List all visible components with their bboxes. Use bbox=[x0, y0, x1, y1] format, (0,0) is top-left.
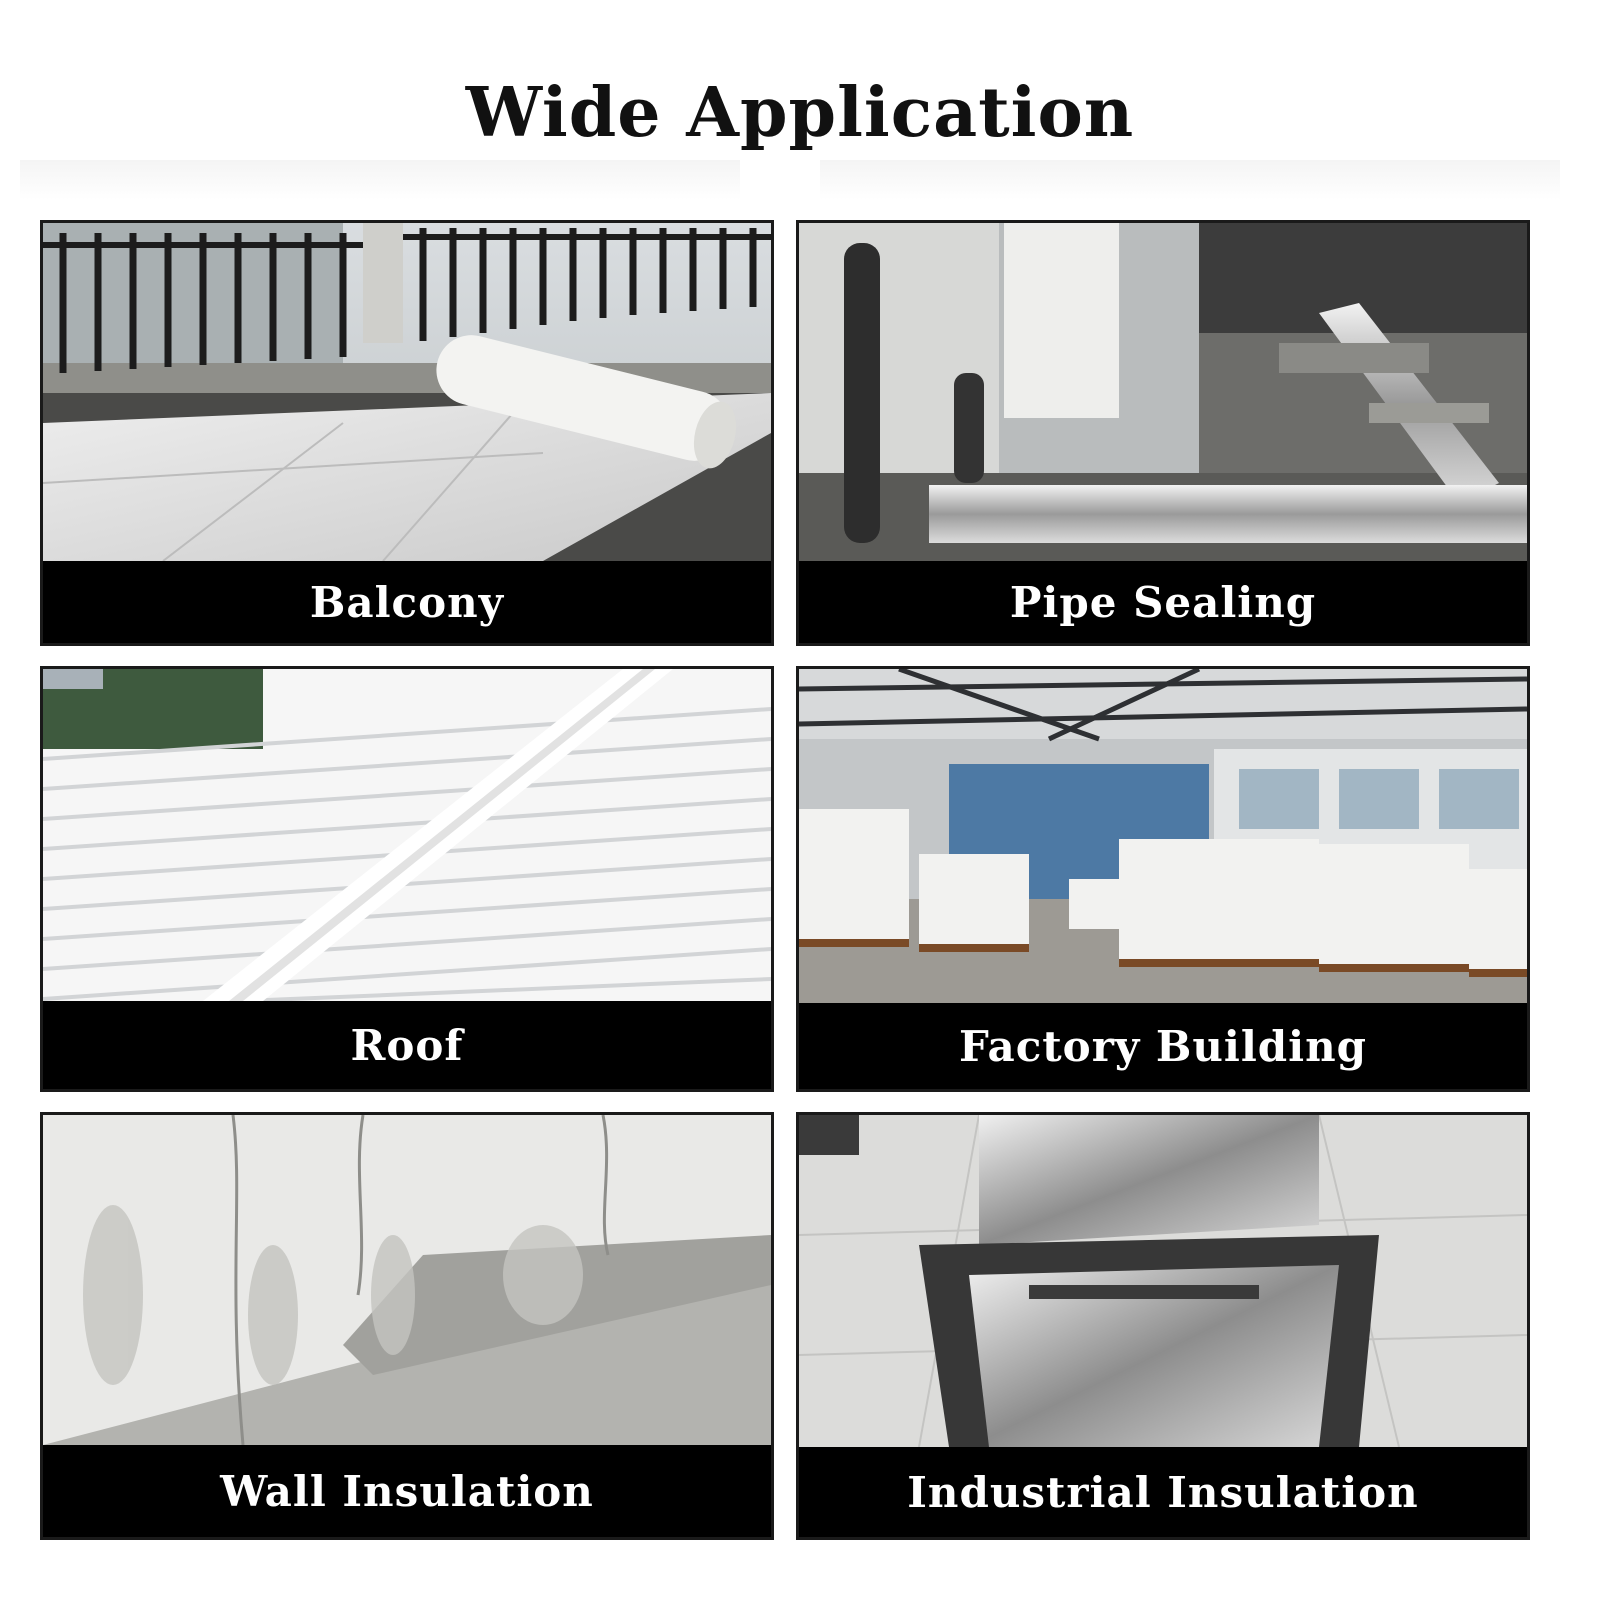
application-label: Factory Building bbox=[958, 1021, 1368, 1071]
header-shadow-right bbox=[820, 160, 1560, 200]
application-label-bar: Factory Building bbox=[799, 1003, 1527, 1089]
balcony-photo bbox=[43, 223, 771, 561]
industrial-insulation-photo bbox=[799, 1115, 1527, 1447]
application-card-roof: Roof bbox=[40, 666, 774, 1092]
roof-photo bbox=[43, 669, 771, 1001]
application-label: Wall Insulation bbox=[220, 1466, 594, 1516]
application-label: Balcony bbox=[309, 577, 505, 627]
application-card-pipe-sealing: Pipe Sealing bbox=[796, 220, 1530, 646]
pipe-sealing-photo bbox=[799, 223, 1527, 561]
header-shadow-left bbox=[20, 160, 740, 200]
application-card-factory-building: Factory Building bbox=[796, 666, 1530, 1092]
factory-building-photo bbox=[799, 669, 1527, 1003]
application-label: Industrial Insulation bbox=[907, 1467, 1419, 1517]
application-label: Roof bbox=[350, 1020, 464, 1070]
application-label-bar: Industrial Insulation bbox=[799, 1447, 1527, 1537]
application-label-bar: Roof bbox=[43, 1001, 771, 1089]
application-card-industrial-insulation: Industrial Insulation bbox=[796, 1112, 1530, 1540]
application-label-bar: Pipe Sealing bbox=[799, 561, 1527, 643]
application-label-bar: Wall Insulation bbox=[43, 1445, 771, 1537]
application-label: Pipe Sealing bbox=[1009, 577, 1317, 627]
application-card-balcony: Balcony bbox=[40, 220, 774, 646]
application-card-wall-insulation: Wall Insulation bbox=[40, 1112, 774, 1540]
wall-insulation-photo bbox=[43, 1115, 771, 1445]
application-label-bar: Balcony bbox=[43, 561, 771, 643]
page-title: Wide Application bbox=[465, 73, 1135, 153]
